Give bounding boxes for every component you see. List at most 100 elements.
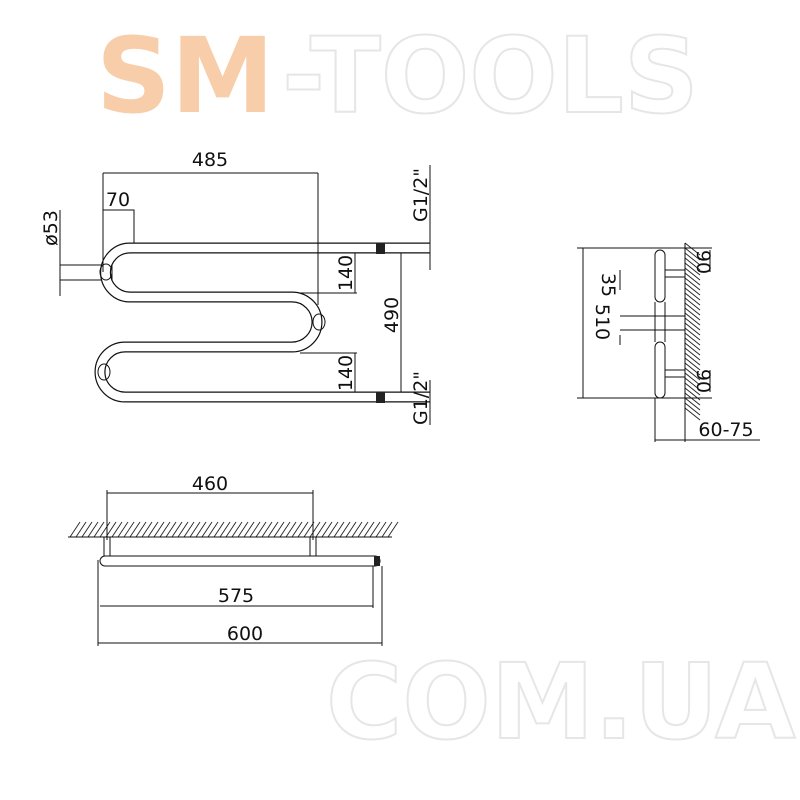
hatch-line: [363, 521, 375, 538]
hatch-line: [339, 521, 351, 538]
hatch-line: [279, 521, 291, 538]
side-tube-lower: [654, 341, 666, 399]
dim-35: 35: [597, 273, 619, 297]
hatch-line: [321, 521, 333, 538]
hatch-line: [255, 521, 267, 538]
hatch-line: [219, 521, 231, 538]
hatch-line: [171, 521, 183, 538]
hatch-line: [684, 282, 701, 296]
hatch-line: [153, 521, 165, 538]
dimension-lines: [97, 490, 383, 646]
hatch-line: [183, 521, 195, 538]
hatch-line: [684, 242, 701, 256]
hatch-line: [333, 521, 345, 538]
hatch-line: [684, 342, 701, 356]
mount-point: [99, 263, 113, 281]
hatch-line: [357, 521, 369, 538]
hatch-line: [117, 521, 129, 538]
hatch-line: [684, 317, 701, 331]
dim-thread-bottom: G1/2": [410, 371, 432, 425]
dim-thread-top: G1/2": [410, 168, 432, 222]
hatch-line: [351, 521, 363, 538]
side-tube-upper: [654, 249, 666, 303]
hatch-line: [684, 307, 701, 321]
hatch-line: [141, 521, 153, 538]
hatch-line: [684, 397, 701, 411]
dim-140-bottom: 140: [335, 355, 357, 391]
top-view: 460 575 600: [68, 473, 399, 646]
hatch-line: [93, 521, 105, 538]
hatch-line: [684, 332, 701, 346]
hatch-line: [261, 521, 273, 538]
hatch-line: [165, 521, 177, 538]
thread-bottom: [376, 392, 385, 403]
hatch-line: [285, 521, 297, 538]
hatch-line: [81, 521, 93, 538]
hatch-line: [273, 521, 285, 538]
hatch-line: [375, 521, 387, 538]
side-brackets: [620, 269, 685, 378]
hatch-line: [684, 257, 701, 271]
hatch-line: [159, 521, 171, 538]
hatch-line: [147, 521, 159, 538]
wall-hatch: [69, 521, 399, 538]
dim-600: 600: [227, 623, 263, 645]
mount-point: [312, 313, 326, 331]
serpentine-tube: [95, 243, 430, 402]
watermark-tools: -TOOLS: [282, 15, 699, 137]
front-view: 485 70 ø53 G1/2" G1/2" 140 140 490: [40, 149, 432, 425]
hatch-line: [387, 521, 399, 538]
hatch-line: [201, 521, 213, 538]
dim-90-top: 90: [692, 250, 714, 274]
dim-diameter-53: ø53: [40, 210, 62, 246]
side-view: 510 35 90 90 60-75: [577, 242, 760, 442]
watermark: SM -TOOLS COM.UA: [96, 14, 796, 764]
thread-top: [376, 243, 385, 254]
hatch-line: [237, 521, 249, 538]
hatch-line: [213, 521, 225, 538]
hatch-line: [99, 521, 111, 538]
dim-140-top: 140: [335, 255, 357, 291]
hatch-line: [123, 521, 135, 538]
hatch-line: [369, 521, 381, 538]
hatch-line: [684, 372, 701, 386]
hatch-line: [105, 521, 117, 538]
mount-point: [97, 363, 111, 381]
hatch-line: [75, 521, 87, 538]
dim-490: 490: [381, 297, 403, 333]
dimension-lines: [577, 247, 760, 442]
wall-hatch: [684, 242, 701, 421]
hatch-line: [684, 367, 701, 381]
hatch-line: [315, 521, 327, 538]
hatch-line: [111, 521, 123, 538]
hatch-line: [684, 402, 701, 416]
hatch-line: [684, 347, 701, 361]
thread-end: [374, 556, 380, 566]
hatch-line: [684, 382, 701, 396]
hatch-line: [684, 292, 701, 306]
hatch-line: [684, 272, 701, 286]
hatch-line: [69, 521, 81, 538]
dim-460: 460: [192, 473, 228, 495]
dimension-lines: [59, 165, 431, 425]
dim-70: 70: [106, 189, 130, 211]
hatch-line: [684, 407, 701, 421]
hatch-line: [327, 521, 339, 538]
hatch-line: [684, 322, 701, 336]
hatch-line: [684, 297, 701, 311]
watermark-com-ua: COM.UA: [326, 641, 795, 763]
hatch-line: [684, 252, 701, 266]
dim-510: 510: [591, 304, 613, 340]
hatch-line: [684, 247, 701, 261]
hatch-line: [207, 521, 219, 538]
hatch-line: [684, 357, 701, 371]
dim-90-bottom: 90: [692, 369, 714, 393]
hatch-line: [267, 521, 279, 538]
hatch-line: [684, 377, 701, 391]
hatch-line: [225, 521, 237, 538]
hatch-line: [297, 521, 309, 538]
hatch-line: [684, 327, 701, 341]
hatch-line: [189, 521, 201, 538]
hatch-line: [231, 521, 243, 538]
